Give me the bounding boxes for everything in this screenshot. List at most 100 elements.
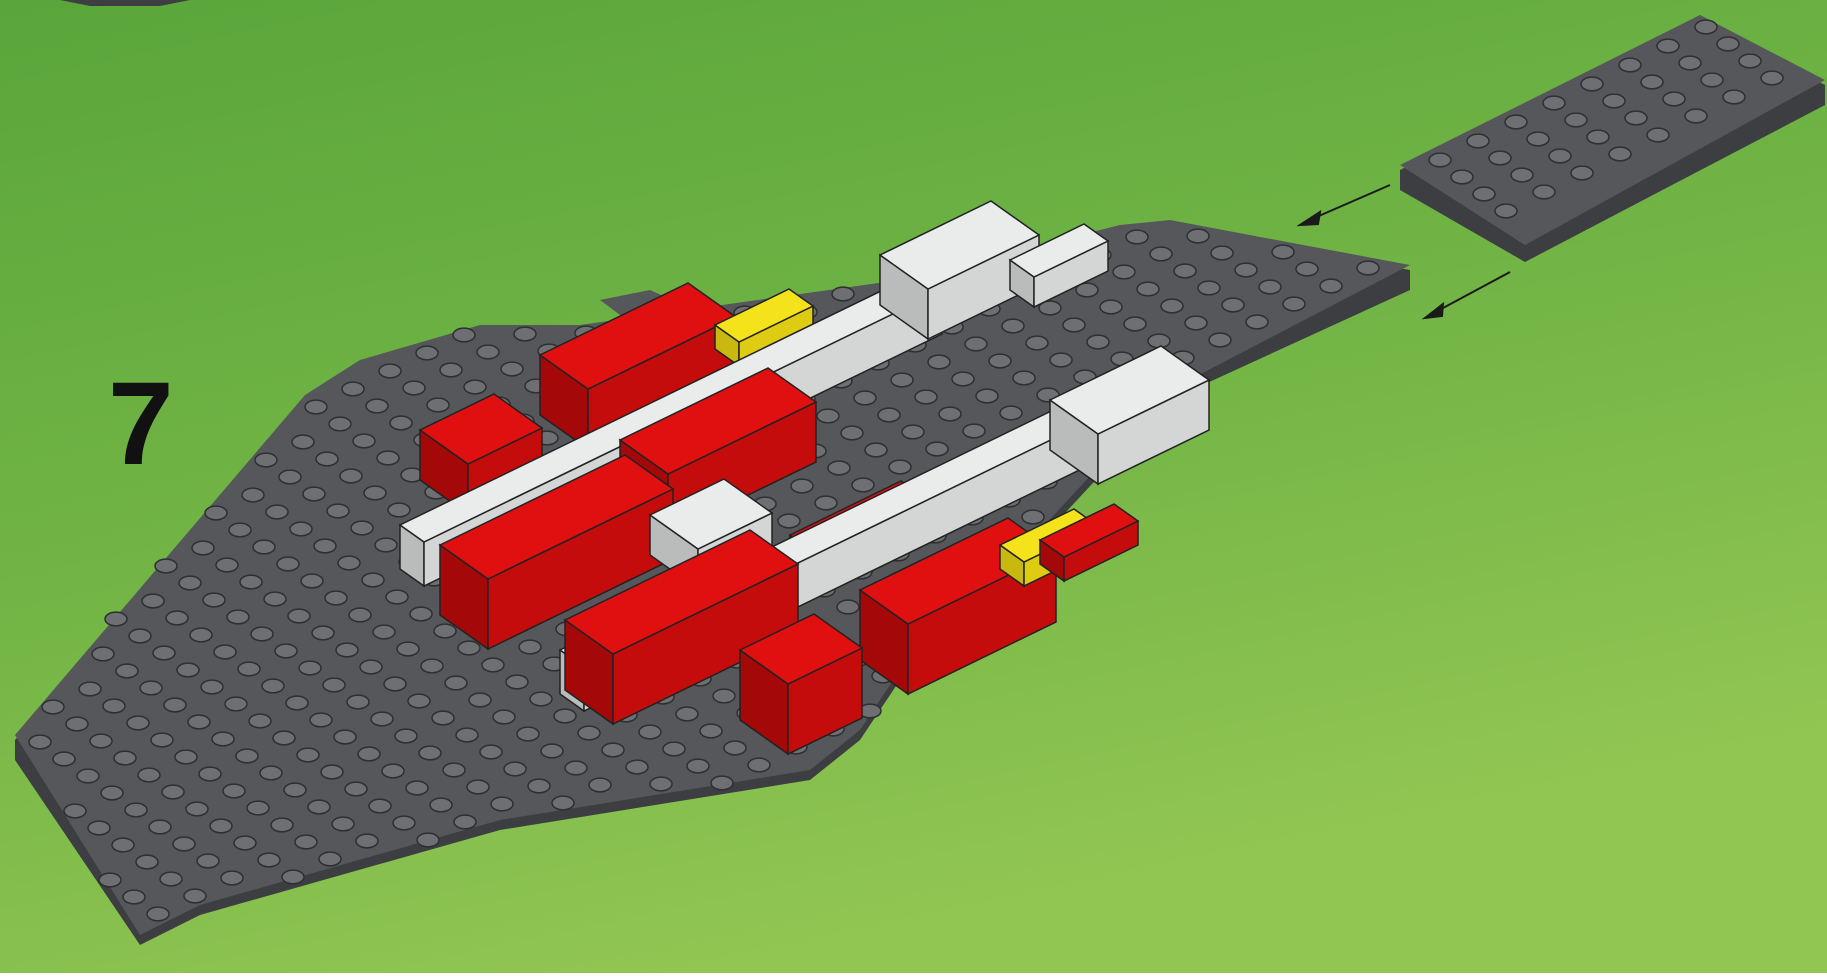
stud — [1473, 187, 1495, 201]
stud — [290, 522, 312, 536]
stud — [963, 424, 985, 438]
stud — [1100, 300, 1122, 314]
stud — [735, 318, 757, 332]
stud — [469, 693, 491, 707]
stud — [1685, 109, 1707, 123]
stud — [1609, 147, 1631, 161]
stud — [336, 643, 358, 657]
stud — [1209, 333, 1231, 347]
stud — [609, 630, 631, 644]
stud — [714, 397, 736, 411]
stud — [1549, 149, 1571, 163]
stud — [177, 663, 199, 677]
stud — [386, 590, 408, 604]
stud — [632, 483, 654, 497]
stud — [105, 612, 127, 626]
stud — [482, 658, 504, 672]
stud — [1002, 319, 1024, 333]
stud — [634, 312, 656, 326]
stud — [791, 479, 813, 493]
stud — [1030, 253, 1052, 267]
stud — [203, 593, 225, 607]
stud — [1717, 37, 1739, 51]
stud — [480, 745, 502, 759]
stud — [221, 871, 243, 885]
stud — [568, 446, 590, 460]
stud — [978, 564, 1000, 578]
stud — [952, 372, 974, 386]
stud — [460, 538, 482, 552]
stud — [186, 802, 208, 816]
stud — [585, 613, 607, 627]
stud — [671, 294, 693, 308]
stud — [42, 700, 64, 714]
stud — [1357, 261, 1379, 275]
stud — [53, 752, 75, 766]
stud — [595, 501, 617, 515]
stud — [1429, 153, 1451, 167]
stud — [321, 765, 343, 779]
stud — [319, 852, 341, 866]
stud — [434, 624, 456, 638]
stud — [784, 660, 806, 674]
stud — [950, 463, 972, 477]
stud — [1198, 281, 1220, 295]
stud — [29, 735, 51, 749]
stud — [738, 414, 760, 428]
stud — [253, 540, 275, 554]
stud — [720, 576, 742, 590]
stud — [530, 692, 552, 706]
stud — [205, 506, 227, 520]
stud — [301, 574, 323, 588]
stud — [514, 327, 536, 341]
stud — [989, 354, 1011, 368]
stud — [162, 785, 184, 799]
stud — [1094, 410, 1116, 424]
stud — [497, 520, 519, 534]
stud — [199, 767, 221, 781]
stud — [1235, 263, 1257, 277]
stud — [827, 320, 849, 334]
stud — [531, 464, 553, 478]
stud — [377, 451, 399, 465]
stud — [519, 640, 541, 654]
stud — [457, 500, 479, 514]
stud — [760, 643, 782, 657]
stud — [255, 453, 277, 467]
stud — [416, 346, 438, 360]
stud — [66, 717, 88, 731]
stud — [817, 409, 839, 423]
stud — [1625, 111, 1647, 125]
stud — [266, 505, 288, 519]
stud — [284, 783, 306, 797]
stud — [375, 538, 397, 552]
stud — [954, 547, 976, 561]
stud — [340, 469, 362, 483]
stud — [694, 525, 716, 539]
stud — [201, 680, 223, 694]
stud — [277, 557, 299, 571]
stud — [210, 819, 232, 833]
stud — [295, 835, 317, 849]
stud — [1259, 280, 1281, 294]
stud — [584, 365, 606, 379]
stud — [332, 817, 354, 831]
stud — [841, 426, 863, 440]
stud — [384, 677, 406, 691]
stud — [262, 679, 284, 693]
stud — [528, 779, 550, 793]
stud — [778, 514, 800, 528]
stud — [987, 445, 1009, 459]
stud — [234, 836, 256, 850]
stud — [976, 389, 998, 403]
stud — [151, 733, 173, 747]
stud — [608, 466, 630, 480]
stud — [308, 800, 330, 814]
stud — [316, 452, 338, 466]
stud — [1070, 393, 1092, 407]
stud — [797, 625, 819, 639]
stud — [247, 801, 269, 815]
stud — [464, 440, 486, 454]
stud — [676, 707, 698, 721]
stud — [90, 734, 112, 748]
